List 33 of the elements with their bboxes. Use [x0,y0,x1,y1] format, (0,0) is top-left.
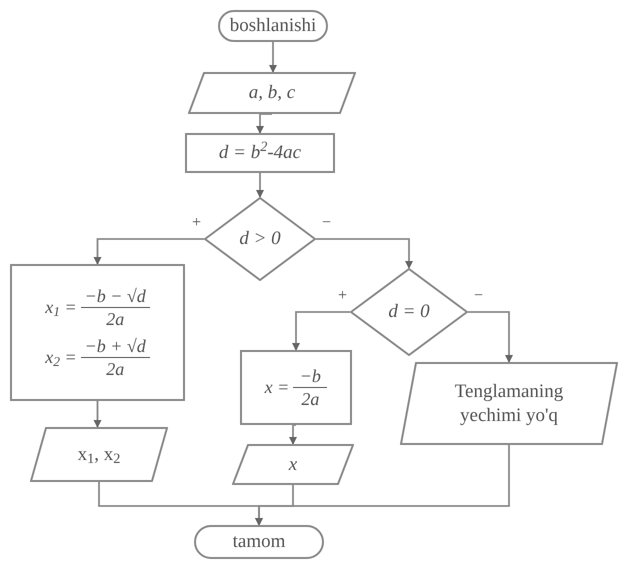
arrow [256,113,273,134]
fraction-numerator: −b + √d [84,334,147,357]
arrow [94,238,204,265]
node-text: boshlanishi [228,14,318,38]
formula-text: x = [264,376,290,399]
arrow [94,401,102,428]
process-box [240,350,352,425]
process-box [185,133,335,173]
fraction-numerator: −b − √d [84,284,147,307]
fraction-denominator: 2a [293,387,328,410]
arrow [255,445,510,526]
terminal-shape [218,10,328,42]
node-text: Tenglamaning yechimi yo'q [454,380,564,428]
arrow [256,173,264,198]
terminal-shape [194,525,324,559]
node-text: d > 0 [238,227,282,251]
arrow [468,311,513,363]
node-text: x$_{1}$, x$_{2}$ [76,442,122,466]
node-text: a, b, c [248,81,296,105]
arrow [269,42,277,73]
node-text: x [288,452,298,476]
process-box [10,264,185,401]
fraction-numerator: −b [298,364,322,387]
formula-text: x$_{2}$ = [45,346,77,371]
fraction-denominator: 2a [80,357,150,380]
node-text: d = 0 [387,300,431,324]
fraction-denominator: 2a [80,307,150,330]
arrow [289,424,297,445]
formula-text: x$_{1}$ = [45,296,77,321]
arrow [292,311,350,351]
arrow [316,238,413,269]
node-text: d = b$^{2}$-4ac [218,141,302,165]
node-text: tamom [232,530,286,554]
